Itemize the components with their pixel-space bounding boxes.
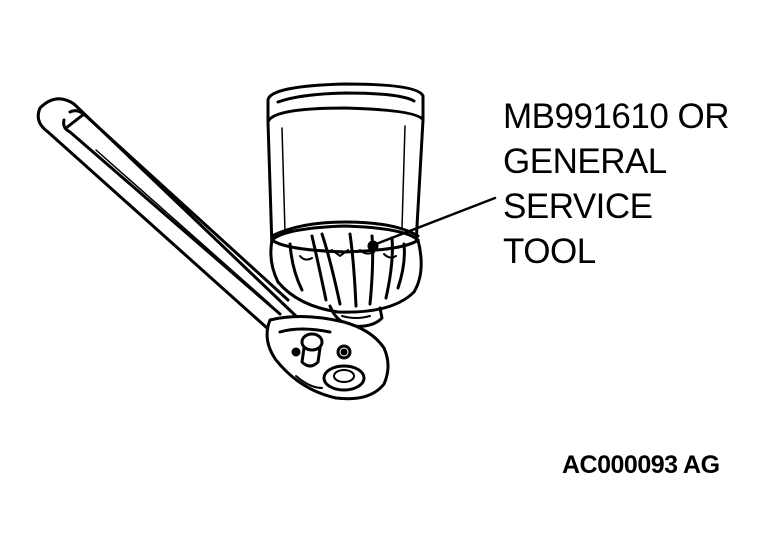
ratchet-handle: [36, 97, 300, 341]
callout-line-3: SERVICE: [503, 187, 653, 226]
tool-callout-label: MB991610 OR GENERAL SERVICE TOOL: [503, 94, 730, 274]
figure-id-label: AC000093 AG: [562, 451, 720, 479]
ratchet-head: [265, 314, 390, 401]
callout-line-4: TOOL: [503, 232, 596, 271]
cup-wrench: [269, 224, 423, 328]
callout-leader-line: [374, 196, 497, 246]
callout-line-2: GENERAL: [503, 142, 667, 181]
oil-filter-canister: [266, 82, 425, 250]
callout-line-1: MB991610 OR: [503, 97, 730, 136]
